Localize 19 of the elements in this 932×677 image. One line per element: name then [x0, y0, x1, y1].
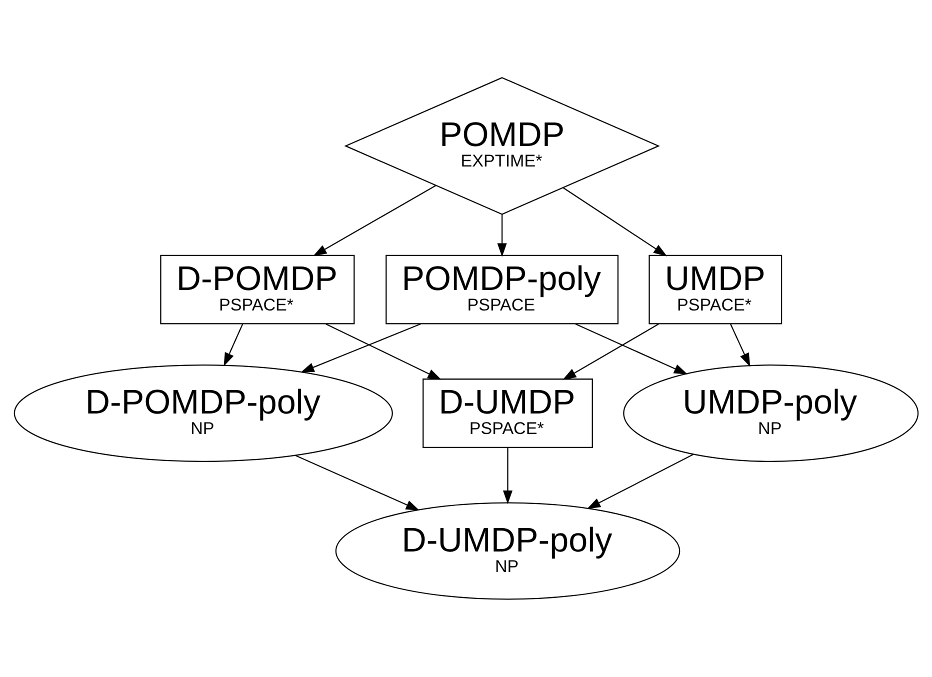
arrow: [586, 454, 694, 510]
arrow: [300, 323, 422, 373]
arrow: [497, 214, 507, 257]
arrow: [295, 455, 420, 511]
node-box: D-POMDP PSPACE*: [160, 254, 355, 324]
arrow: [224, 324, 244, 366]
node-box: D-UMDP PSPACE*: [422, 378, 593, 448]
node-ellipse: D-UMDP-poly NP: [335, 502, 680, 600]
arrow: [502, 448, 513, 504]
node-ellipse: D-POMDP-poly NP: [14, 364, 393, 462]
node-box: UMDP PSPACE*: [648, 254, 782, 324]
arrow: [730, 324, 750, 367]
arrow: [575, 324, 688, 374]
arrow: [313, 184, 436, 256]
node-box: POMDP-poly PSPACE: [386, 254, 619, 324]
node-diamond: POMDP EXPTIME*: [344, 77, 660, 215]
arrow: [326, 324, 442, 380]
arrow: [562, 324, 659, 380]
arrow: [562, 187, 668, 256]
